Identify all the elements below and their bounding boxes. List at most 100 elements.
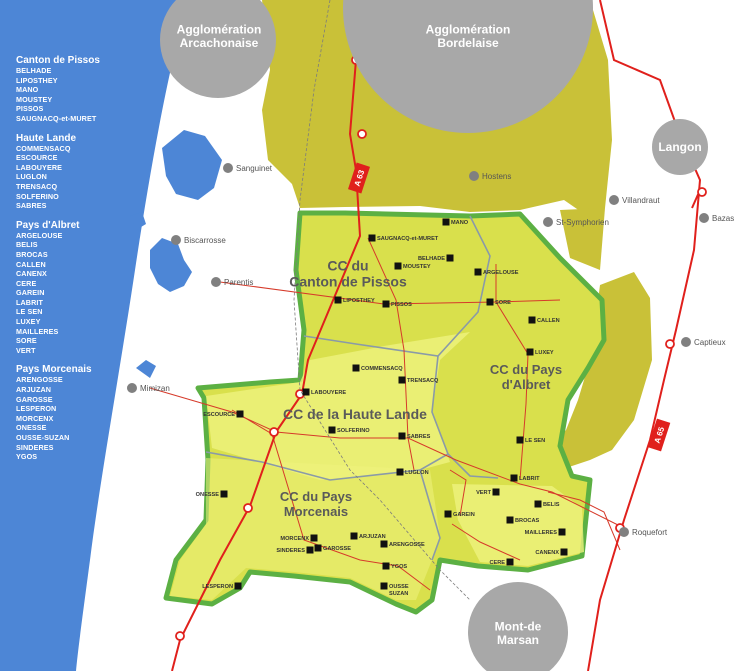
town-marker	[619, 527, 629, 537]
commune-label: CERE	[489, 560, 505, 566]
town-label: Bazas	[712, 214, 734, 223]
sidebar-commune: CANENX	[16, 269, 47, 279]
commune-label: LE SEN	[525, 438, 545, 444]
sidebar-commune: ARENGOSSE	[16, 375, 63, 385]
sidebar-commune: MOUSTEY	[16, 94, 53, 104]
commune: SAUGNACQ-et-MURET	[368, 234, 439, 242]
commune: SOLFERINO	[328, 426, 370, 434]
interchanges	[175, 55, 707, 641]
commune-marker	[396, 468, 404, 476]
agglo-langon: Langon	[652, 119, 708, 175]
commune-label: CALLEN	[537, 318, 560, 324]
commune-label: GAREIN	[453, 512, 475, 518]
commune-marker	[506, 558, 514, 566]
commune: CALLEN	[528, 316, 560, 324]
sidebar-commune: COMMENSACQ	[16, 143, 71, 153]
commune-label: MOUSTEY	[403, 264, 431, 270]
commune-label: PISSOS	[391, 302, 412, 308]
commune: ARGELOUSE	[474, 268, 519, 276]
commune-label: VERT	[476, 490, 492, 496]
sidebar-commune: GAREIN	[16, 288, 45, 298]
commune: COMMENSACQ	[352, 364, 403, 372]
sidebar-commune: GAROSSE	[16, 394, 53, 404]
road-a63-shield: A 63	[348, 162, 370, 194]
road-a65-shield: A 65	[647, 418, 671, 452]
commune-label: SABRES	[407, 434, 431, 440]
ocean	[0, 0, 188, 671]
commune-marker	[368, 234, 376, 242]
commune-label: SAUGNACQ-et-MURET	[377, 236, 439, 242]
commune-marker	[444, 510, 452, 518]
town-label: Roquefort	[632, 528, 668, 537]
commune: GAROSSE	[314, 544, 351, 552]
sidebar-commune: SOLFERINO	[16, 191, 59, 201]
cc-borders	[205, 215, 499, 561]
captieux-zone	[548, 272, 652, 470]
commune: BELIS	[534, 500, 560, 508]
commune: BELHADE	[418, 254, 454, 262]
commune-marker	[310, 534, 318, 542]
commune-marker	[442, 218, 450, 226]
commune: MORCENX	[280, 534, 318, 542]
town-label: Biscarrosse	[184, 236, 226, 245]
town-marker	[171, 235, 181, 245]
commune-marker	[382, 300, 390, 308]
sidebar-commune: PISSOS	[16, 104, 44, 114]
sidebar-commune: TRENSACQ	[16, 181, 58, 191]
commune: LUXEY	[526, 348, 554, 356]
agglo-langon-label: Langon	[658, 140, 701, 154]
sidebar-commune: LABRIT	[16, 297, 43, 307]
town-roquefort: Roquefort	[619, 527, 668, 537]
sidebar-commune: VERT	[16, 345, 36, 355]
pnr-light-morcenais	[170, 458, 440, 600]
commune: ESCOURCE	[203, 410, 244, 418]
commune-label: GAROSSE	[323, 546, 351, 552]
commune-marker	[474, 268, 482, 276]
town-hostens: Hostens	[469, 171, 511, 181]
lake-biscarrosse	[150, 238, 192, 292]
commune-label: BROCAS	[515, 518, 540, 524]
commune-marker	[314, 544, 322, 552]
sidebar-commune: CALLEN	[16, 259, 46, 269]
sidebar-commune: SORE	[16, 336, 37, 346]
commune-marker	[492, 488, 500, 496]
commune-marker	[394, 262, 402, 270]
commune-marker	[560, 548, 568, 556]
commune-marker	[510, 474, 518, 482]
commune: TRENSACQ	[398, 376, 439, 384]
sidebar-commune: LUGLON	[16, 172, 47, 182]
sidebar-commune: LESPERON	[16, 404, 57, 414]
sidebar-commune: BELIS	[16, 240, 38, 250]
town-label: Captieux	[694, 338, 726, 347]
town-parentis: Parentis	[211, 277, 253, 287]
town-st-symphorien: St-Symphorien	[543, 217, 609, 227]
commune-label: LIPOSTHEY	[343, 298, 375, 304]
town-label: Mimizan	[140, 384, 170, 393]
commune-label: SOLFERINO	[337, 428, 370, 434]
commune-label: LABOUYERE	[311, 390, 346, 396]
commune-label: LUGLON	[405, 470, 429, 476]
commune-label: ARENGOSSE	[389, 542, 425, 548]
commune-label: YGOS	[391, 564, 407, 570]
commune: PISSOS	[382, 300, 412, 308]
town-label: Sanguinet	[236, 164, 273, 173]
commune-marker	[352, 364, 360, 372]
lake-small	[130, 212, 146, 230]
commune-marker	[302, 388, 310, 396]
town-label: St-Symphorien	[556, 218, 609, 227]
commune-label: SINDERES	[276, 548, 305, 554]
town-sanguinet: Sanguinet	[223, 163, 273, 173]
commune-marker	[558, 528, 566, 536]
